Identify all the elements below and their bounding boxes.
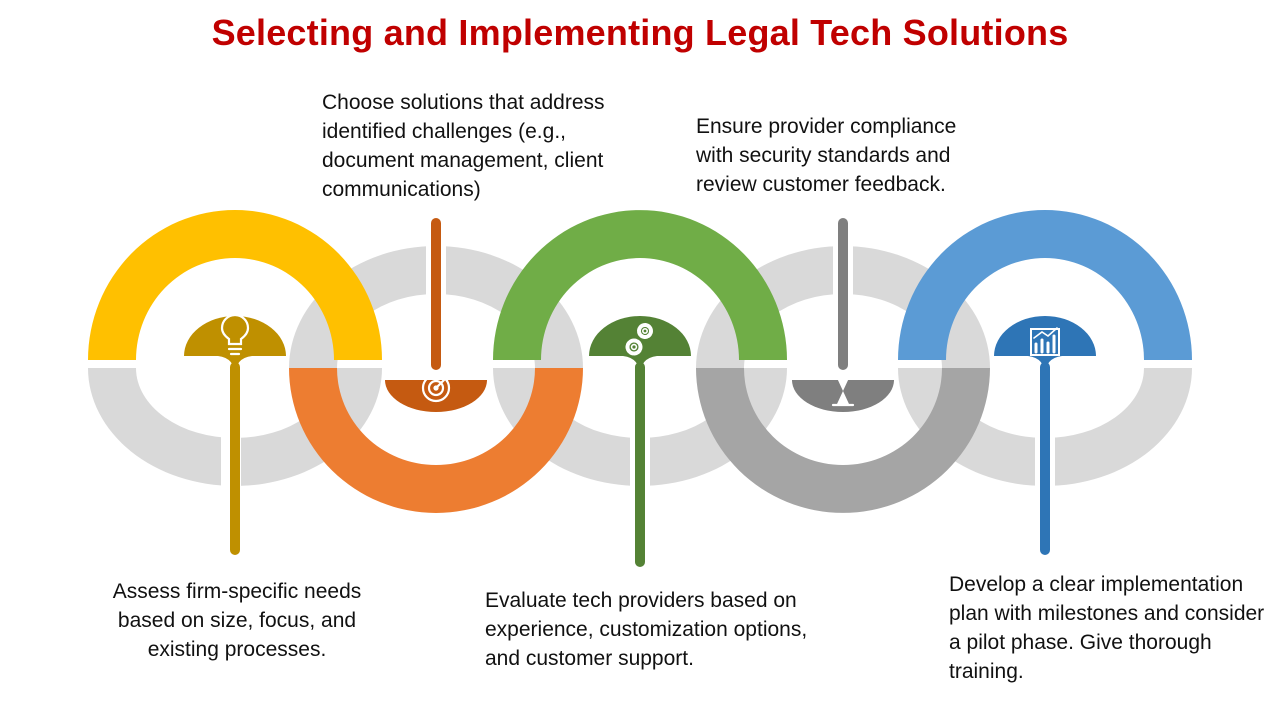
step-4-text: Ensure provider compliance with security… bbox=[696, 115, 957, 196]
ring-step-1 bbox=[88, 210, 382, 360]
hourglass-icon bbox=[831, 375, 855, 407]
pin-step-1 bbox=[184, 316, 286, 555]
ring-step-4 bbox=[696, 368, 990, 513]
target-icon bbox=[421, 373, 451, 403]
ring-bg-1-bottom bbox=[88, 368, 382, 486]
ring-step-3 bbox=[493, 210, 787, 360]
step-5-text: Develop a clear implementation plan with… bbox=[949, 573, 1265, 683]
pin-step-5 bbox=[994, 316, 1096, 555]
ring-bg-2-top bbox=[289, 246, 583, 368]
step-3-text: Evaluate tech providers based on experie… bbox=[485, 589, 808, 670]
ring-step-2 bbox=[289, 368, 583, 513]
ring-bg-4-top bbox=[696, 246, 990, 368]
ring-step-5 bbox=[898, 210, 1192, 360]
pin-step-2 bbox=[385, 218, 487, 412]
step-1-text: Assess firm-specific needs based on size… bbox=[112, 580, 362, 661]
ring-bg-3-bottom bbox=[493, 368, 787, 486]
step-2-text: Choose solutions that address identified… bbox=[322, 91, 605, 201]
page-title: Selecting and Implementing Legal Tech So… bbox=[211, 12, 1069, 53]
bar-chart-icon bbox=[1030, 327, 1060, 356]
lightbulb-icon bbox=[220, 313, 250, 356]
ring-bg-5-bottom bbox=[898, 368, 1192, 486]
gears-icon bbox=[625, 323, 653, 356]
